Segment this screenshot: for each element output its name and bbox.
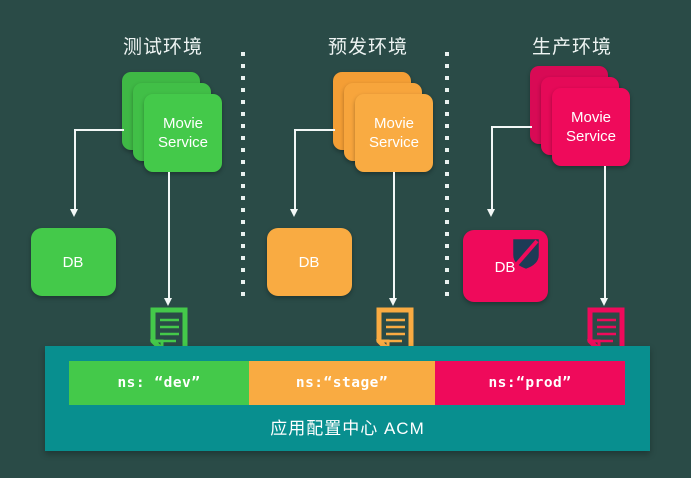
service-card-front <box>144 94 222 172</box>
connector-dev-service-to-config <box>168 172 170 300</box>
arrowhead-dev-db <box>70 209 78 217</box>
column-separator-1 <box>241 52 245 300</box>
connector-prod-service-to-config <box>604 166 606 300</box>
column-separator-2 <box>445 52 449 300</box>
column-title-stage: 预发环境 <box>327 37 409 58</box>
namespace-label-dev: ns: “dev” <box>117 375 201 391</box>
connector-prod-service-to-db-vertical <box>491 126 493 211</box>
connector-dev-service-to-db-horizontal <box>74 129 124 131</box>
service-stack-prod[interactable]: Movie Service <box>530 66 630 166</box>
namespace-segment-dev[interactable]: ns: “dev” <box>69 361 249 405</box>
connector-dev-service-to-db-vertical <box>74 129 76 211</box>
connector-stage-service-to-config <box>393 172 395 300</box>
db-label-stage: DB <box>298 254 320 271</box>
db-label-dev: DB <box>62 254 84 271</box>
db-box-stage[interactable] <box>267 228 352 296</box>
service-card-front <box>355 94 433 172</box>
db-box-dev[interactable] <box>31 228 116 296</box>
connector-stage-service-to-db-horizontal <box>294 129 335 131</box>
service-card-front <box>552 88 630 166</box>
namespace-label-prod: ns:“prod” <box>488 375 572 391</box>
acm-caption: 应用配置中心 ACM <box>270 419 425 438</box>
column-title-prod: 生产环境 <box>531 37 613 58</box>
namespace-segment-stage[interactable]: ns:“stage” <box>249 361 435 405</box>
db-label-prod: DB <box>494 259 516 276</box>
service-stack-stage[interactable]: Movie Service <box>333 72 433 172</box>
arrowhead-dev-config <box>164 298 172 306</box>
arrowhead-prod-db <box>487 209 495 217</box>
connector-prod-service-to-db-horizontal <box>491 126 532 128</box>
namespace-label-stage: ns:“stage” <box>295 375 389 391</box>
service-stack-dev[interactable]: Movie Service <box>122 72 222 172</box>
arrowhead-prod-config <box>600 298 608 306</box>
connector-stage-service-to-db-vertical <box>294 129 296 211</box>
namespace-segment-prod[interactable]: ns:“prod” <box>435 361 625 405</box>
shield-badge-icon <box>508 233 544 278</box>
column-title-dev: 测试环境 <box>122 37 204 58</box>
arrowhead-stage-db <box>290 209 298 217</box>
acm-bar: ns: “dev” ns:“stage” ns:“prod” 应用配置中心 AC… <box>45 346 650 451</box>
arrowhead-stage-config <box>389 298 397 306</box>
